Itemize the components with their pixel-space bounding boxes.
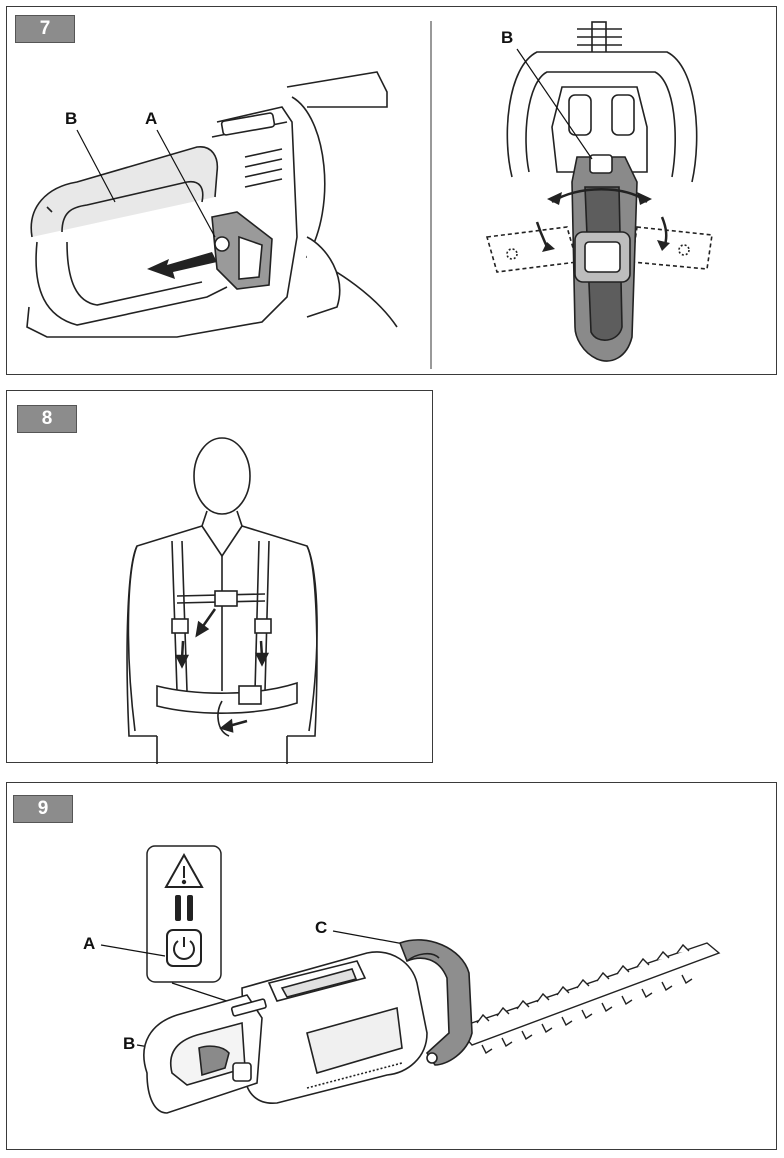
label-a: A — [83, 934, 95, 953]
indicator-panel — [146, 845, 222, 983]
figure-9-badge: 9 — [13, 795, 73, 823]
figure-7-badge: 7 — [15, 15, 75, 43]
figure-7-panel: 7 — [6, 6, 777, 375]
handle-closeup — [26, 71, 398, 338]
head — [193, 437, 251, 515]
figure-7-illustration: B A B — [26, 21, 713, 369]
pause-icon — [175, 895, 193, 921]
figure-9-panel: 9 — [6, 782, 777, 1150]
direction-arrow-icon — [147, 252, 217, 279]
label-b-right: B — [501, 28, 513, 47]
label-a: A — [145, 109, 157, 128]
label-b: B — [65, 109, 77, 128]
warning-triangle-icon — [164, 852, 204, 888]
power-icon — [166, 929, 202, 967]
figure-8-badge: 8 — [17, 405, 77, 433]
hedge-trimmer-top-view — [485, 21, 713, 362]
label-c: C — [315, 918, 327, 937]
label-b: B — [123, 1034, 135, 1053]
front-handle — [398, 939, 473, 1066]
hedge-trimmer-body — [143, 951, 428, 1114]
figure-8-panel: 8 — [6, 390, 433, 764]
figure-9-illustration: A B C — [83, 845, 721, 1114]
harness-illustration — [126, 437, 318, 764]
cutting-blade — [455, 942, 721, 1055]
